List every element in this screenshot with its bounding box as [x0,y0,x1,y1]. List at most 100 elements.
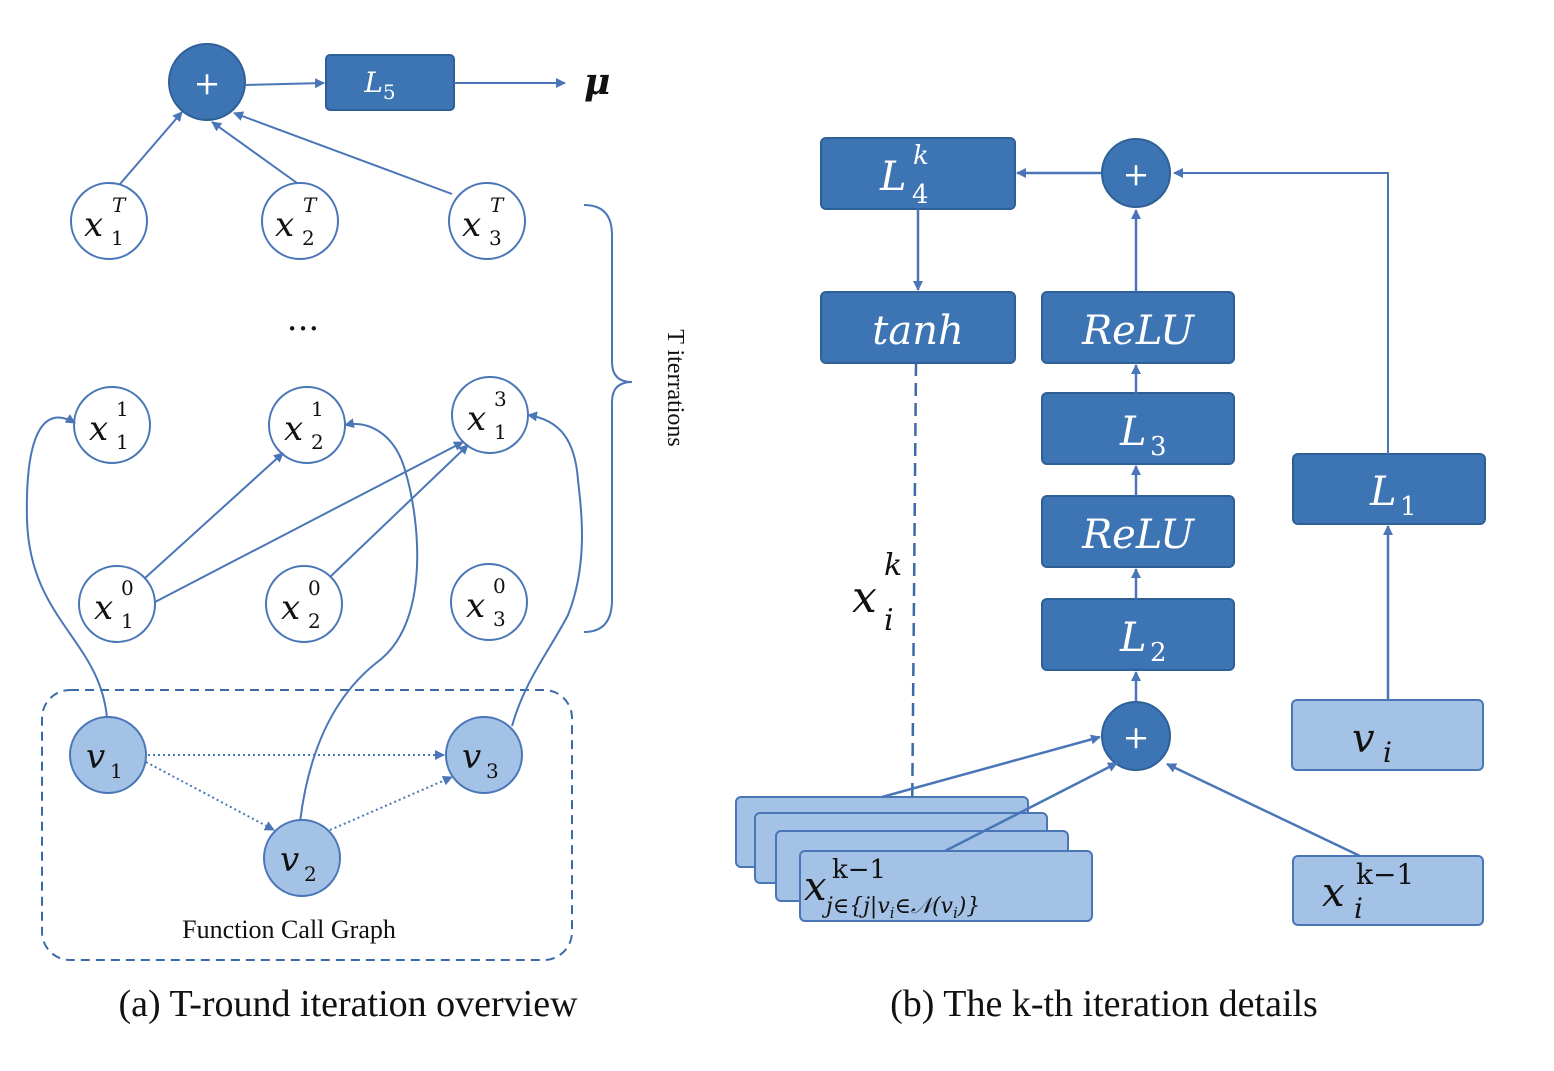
function-call-graph-label: Function Call Graph [182,915,396,944]
svg-text:L: L [1119,615,1147,661]
svg-text:3: 3 [1150,432,1167,462]
svg-text:1: 1 [1400,492,1417,522]
svg-text:1: 1 [121,609,134,633]
svg-text:L: L [879,154,907,200]
svg-text:x: x [284,409,303,449]
edge-xT1-to-sum [119,111,183,185]
edge-tanh-to-neighbors [907,362,918,829]
l2-box: L 2 [1041,598,1235,671]
edge-sum-to-l5 [244,78,325,89]
iter0-node-2: x 0 2 [265,565,343,643]
iterations-label: T iterrations [662,329,688,447]
top-node-1: x T 1 [70,182,148,260]
edge-xT3-to-sum [233,111,453,195]
svg-text:3: 3 [489,226,502,250]
svg-text:tanh: tanh [872,308,963,354]
svg-text:1: 1 [311,397,324,421]
edge-x01-to-x13 [154,441,464,603]
l4k-box: L k 4 [820,137,1016,210]
svg-text:x: x [275,205,294,245]
xi-prev-box: x k−1 i [1292,855,1484,926]
svg-text:x: x [84,205,103,245]
panel-a-sum-node: + [168,43,246,121]
function-call-graph-box [41,689,573,961]
svg-text:0: 0 [308,576,321,600]
edge-x02-to-x13 [329,444,469,578]
panel-b-caption: (b) The k-th iteration details [890,983,1318,1025]
svg-text:1: 1 [494,420,507,444]
svg-text:1: 1 [110,759,123,783]
svg-text:2: 2 [302,226,315,250]
graph-node-v1: v 1 [69,716,147,794]
svg-text:1: 1 [116,430,129,454]
graph-node-v3: v 3 [445,716,523,794]
svg-text:k: k [884,548,902,583]
edge-xT2-to-sum [211,121,298,184]
relu-bottom-box: ReLU [1041,495,1235,568]
xik-label: x k i [852,548,902,638]
iter1-node-3: x 3 1 [451,376,529,454]
svg-text:v: v [462,737,481,777]
svg-text:1: 1 [111,226,124,250]
svg-text:k−1: k−1 [1356,858,1414,891]
svg-text:x: x [466,586,485,626]
iter1-node-1: x 1 1 [73,386,151,464]
svg-text:2: 2 [308,609,321,633]
top-node-3: x T 3 [448,182,526,260]
svg-text:T: T [303,193,318,217]
svg-text:T: T [490,193,505,217]
l1-box: L 1 [1292,453,1486,525]
svg-text:x: x [852,572,877,623]
edge-v3-to-x13 [511,411,583,727]
edge-v1-to-x11 [25,414,108,719]
iter0-node-1: x 0 1 [78,565,156,643]
mu-output-label: μ [584,61,610,103]
svg-text:T: T [112,193,127,217]
svg-text:L5: L5 [363,66,395,104]
ellipsis: ... [287,299,319,339]
svg-text:v: v [1352,716,1375,762]
svg-text:2: 2 [311,430,324,454]
svg-text:0: 0 [493,574,506,598]
edge-xiprev-to-sum [1166,762,1361,858]
svg-text:v: v [280,840,299,880]
top-sum-node: + [1101,138,1171,208]
l5-layer-box: L5 [325,54,455,111]
svg-text:+: + [1123,155,1150,193]
svg-text:i: i [1354,892,1363,925]
graph-node-v2: v 2 [263,819,341,897]
l5-base: L [363,66,383,99]
svg-text:x: x [89,409,108,449]
edge-l1-to-sum [1173,168,1389,454]
svg-text:x: x [467,399,486,439]
iter1-node-2: x 1 2 [268,386,346,464]
svg-text:L: L [1119,409,1147,455]
svg-text:j∈{j|vi∈𝒩(vi)}: j∈{j|vi∈𝒩(vi)} [821,894,980,922]
vi-box: v i [1291,699,1484,771]
svg-text:x: x [94,588,113,628]
svg-text:4: 4 [912,180,929,210]
svg-text:0: 0 [121,576,134,600]
svg-text:1: 1 [116,397,129,421]
iter0-node-3: x 0 3 [450,563,528,641]
svg-text:v: v [86,737,105,777]
svg-text:2: 2 [1150,638,1167,668]
tanh-box: tanh [820,291,1016,364]
neighbor-stack: x k−1 j∈{j|vi∈𝒩(vi)} [735,796,1093,922]
svg-text:3: 3 [486,759,499,783]
bottom-sum-node: + [1101,701,1171,771]
svg-text:ReLU: ReLU [1081,512,1195,558]
svg-text:2: 2 [304,862,317,886]
svg-text:x: x [1322,870,1345,916]
top-node-2: x T 2 [261,182,339,260]
l3-box: L 3 [1041,392,1235,465]
panel-a: + L5 μ x T 1 x T 2 x T 3 [25,43,688,1025]
edge-neighbors1-to-sum [881,734,1101,799]
l5-sub: 5 [383,80,396,104]
svg-text:+: + [1123,718,1150,756]
svg-text:3: 3 [494,387,507,411]
edge-v1-to-v2 [145,761,275,831]
svg-text:i: i [1383,736,1392,769]
edge-neighbors2-to-sum [944,761,1118,853]
